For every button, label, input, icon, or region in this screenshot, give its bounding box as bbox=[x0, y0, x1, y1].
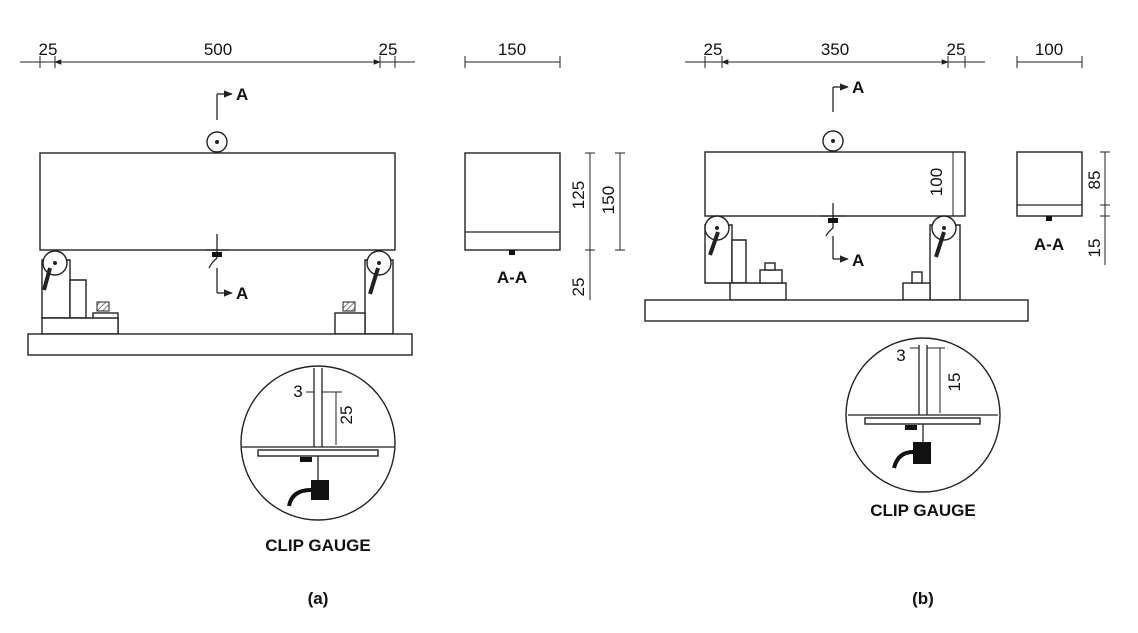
dim-b-height-upper: 85 bbox=[1085, 171, 1104, 190]
dim-b-section-width: 100 bbox=[1035, 40, 1063, 59]
cross-section-a: 150 A-A 125 150 25 bbox=[464, 40, 625, 300]
section-mark-a-top: A bbox=[236, 85, 248, 104]
detail-b-gap: 3 bbox=[896, 346, 905, 365]
beam-a bbox=[39, 152, 396, 251]
detail-label-b: CLIP GAUGE bbox=[870, 501, 975, 520]
dim-a-right-overhang: 25 bbox=[379, 40, 398, 59]
support-b-left bbox=[704, 215, 787, 301]
detail-clip-gauge-b: 3 15 CLIP GAUGE bbox=[845, 337, 1001, 520]
detail-a-gap: 3 bbox=[293, 382, 302, 401]
panel-b: 25 350 25 A 100 A bbox=[644, 40, 1110, 608]
panel-a: 25 500 25 A A bbox=[20, 40, 625, 608]
dim-b-beam-height: 100 bbox=[927, 168, 946, 196]
clip-gauge-a bbox=[205, 234, 229, 269]
base-plate-b bbox=[644, 299, 1029, 322]
section-mark-b-top: A bbox=[852, 78, 864, 97]
support-a-right bbox=[334, 250, 394, 335]
dim-b-span: 350 bbox=[821, 40, 849, 59]
section-mark-b-bottom: A bbox=[852, 251, 864, 270]
detail-clip-gauge-a: 3 25 CLIP GAUGE bbox=[240, 365, 396, 555]
panel-b-section-marker-top: A bbox=[832, 78, 864, 112]
section-label-a: A-A bbox=[497, 268, 527, 287]
dim-b-height-notch: 15 bbox=[1085, 239, 1104, 258]
dim-a-height-notch: 25 bbox=[569, 278, 588, 297]
panel-a-section-marker-bottom: A bbox=[216, 268, 248, 303]
support-b-right bbox=[902, 215, 961, 301]
dim-a-span: 500 bbox=[204, 40, 232, 59]
base-plate-a bbox=[27, 333, 413, 356]
cross-section-b: 100 A-A 85 15 bbox=[1016, 40, 1110, 265]
panel-b-top-dimension: 25 350 25 bbox=[685, 40, 985, 68]
beam-b bbox=[704, 151, 966, 217]
dim-a-height-total: 150 bbox=[599, 186, 618, 214]
section-label-b: A-A bbox=[1034, 235, 1064, 254]
panel-a-section-marker-top: A bbox=[216, 85, 248, 120]
dim-b-left-overhang: 25 bbox=[704, 40, 723, 59]
dim-a-height-upper: 125 bbox=[569, 181, 588, 209]
clip-gauge-b bbox=[820, 203, 846, 237]
caption-a: (a) bbox=[308, 589, 329, 608]
panel-a-top-dimension: 25 500 25 bbox=[20, 40, 415, 68]
dim-a-section-width: 150 bbox=[498, 40, 526, 59]
panel-b-section-marker-bottom: A bbox=[832, 236, 864, 270]
dim-b-right-overhang: 25 bbox=[947, 40, 966, 59]
detail-a-depth: 25 bbox=[337, 406, 356, 425]
dim-a-left-overhang: 25 bbox=[39, 40, 58, 59]
support-a-left bbox=[41, 250, 119, 335]
detail-b-depth: 15 bbox=[945, 373, 964, 392]
caption-b: (b) bbox=[912, 589, 934, 608]
detail-label-a: CLIP GAUGE bbox=[265, 536, 370, 555]
section-mark-a-bottom: A bbox=[236, 284, 248, 303]
